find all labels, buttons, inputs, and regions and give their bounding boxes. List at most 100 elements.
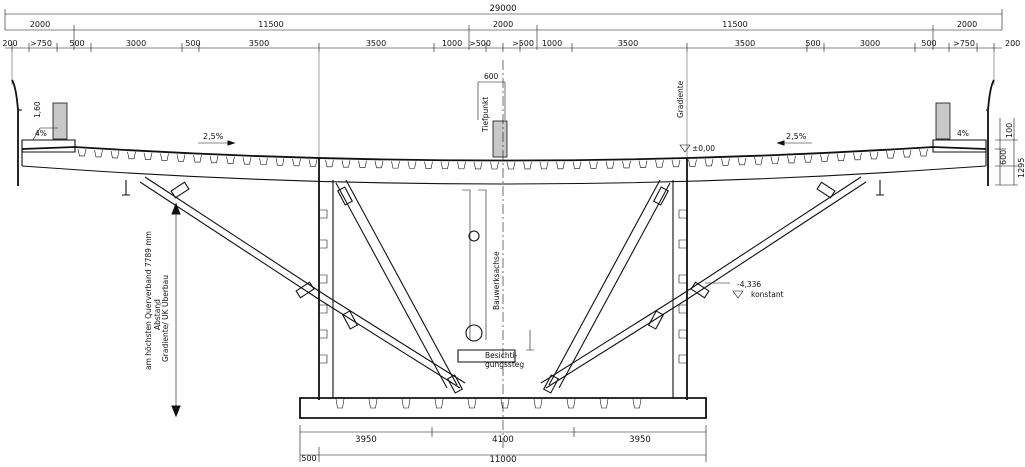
deck-rib [572, 161, 582, 169]
deck-rib [358, 160, 367, 168]
deck-rib [605, 161, 615, 169]
deck-rib [869, 151, 879, 160]
dim-l2-11: 3500 [618, 39, 638, 48]
overall-width-dim: 29000 [489, 4, 516, 14]
strut-joint [652, 186, 670, 206]
web-stiffener-right [678, 239, 687, 249]
deck-rib [457, 161, 466, 170]
bottom-rib [335, 398, 345, 409]
dim-l2-16: >750 [953, 39, 975, 48]
cap-right-pct: 4% [957, 129, 969, 138]
dim-l2-8: >500 [469, 39, 491, 48]
deck-rib [407, 161, 417, 169]
abstand-label-2: Gradiente/ UK Überbau [161, 275, 170, 362]
deck-rib [209, 155, 219, 164]
deck-rib [127, 151, 136, 160]
right-dim-1: 600 [999, 150, 1008, 165]
bottom-rib [500, 398, 510, 409]
slope-right-label: 2,5% [786, 132, 807, 141]
dim-l2-9: >500 [512, 39, 534, 48]
centre-markings: 600 Tiefpunkt Bauwerksachse Gradiente ±0… [477, 60, 715, 450]
dim-l1-3: 11500 [722, 20, 747, 29]
abstand-label-3: am höchsten Querverband 7789 mm [144, 231, 153, 370]
abstand-annotation: Abstand Gradiente/ UK Überbau am höchste… [144, 202, 181, 418]
web-stiffener-left [319, 274, 328, 284]
top-dimension-chain: 29000 2000 11500 2000 11500 2000 [2, 4, 1020, 160]
deck-rib [803, 155, 813, 163]
bottom-rib [632, 398, 642, 409]
deck-rib [226, 156, 235, 164]
strut-joints [170, 181, 836, 394]
level-pm-label: ±0,00 [692, 144, 715, 153]
deck-rib [853, 152, 862, 161]
deck-rib [886, 150, 895, 159]
bridge-deck [21, 146, 987, 185]
dim-l1-0: 2000 [30, 20, 50, 29]
bottom-dim-l1-0: 3950 [355, 435, 377, 445]
bottom-dim-l1-2: 3950 [629, 435, 651, 445]
deck-rib [176, 154, 186, 162]
dim-l2-1: >750 [30, 39, 52, 48]
bottom-dimension-chain: 3950 4100 3950 500 11000 [299, 425, 707, 465]
web-stiffener-right [678, 209, 687, 219]
web-stiffener-right [678, 354, 687, 364]
bottom-rib [533, 398, 543, 409]
strut-joint [446, 374, 464, 394]
deck-rib [589, 161, 598, 169]
slope-left-label: 2,5% [203, 132, 224, 141]
dim-l2-12: 3500 [735, 39, 755, 48]
bottom-rib [401, 398, 411, 409]
web-stiffener-left [319, 239, 328, 249]
inspection-walkway: Besichti- gungssteg [457, 189, 534, 369]
deck-rib [506, 161, 516, 170]
deck-rib [374, 160, 384, 169]
konstant-label: konstant [751, 290, 784, 299]
deck-ribs [77, 148, 928, 170]
strut-joint [542, 374, 560, 394]
web-stiffener-left [319, 304, 328, 314]
dim-l2-6: 3500 [366, 39, 386, 48]
deck-rib [770, 156, 780, 164]
deck-rib [143, 152, 153, 161]
level-low-label: -4,336 [737, 280, 761, 289]
cap-left-pct: 4% [35, 129, 47, 138]
dim-l2-17: 200 [1005, 39, 1020, 48]
right-dimension-chain: 100 600 1295 [995, 118, 1025, 186]
dim-l1-1: 11500 [258, 20, 283, 29]
dim-l2-2: 500 [69, 39, 84, 48]
edge-right: 4% [932, 79, 995, 186]
deck-rib [77, 148, 87, 157]
web-stiffener-left [319, 354, 328, 364]
bottom-dim-total: 11000 [489, 455, 516, 465]
deck-rib [638, 160, 648, 168]
strut-joint [341, 310, 359, 330]
deck-rib [341, 160, 351, 168]
deck-rib [160, 153, 169, 161]
deck-rib [193, 155, 202, 163]
web-stiffeners [319, 209, 687, 364]
deck-rib [308, 159, 318, 167]
web-stiffener-left [319, 329, 328, 339]
deck-rib [424, 161, 433, 169]
inner-strut-right [548, 179, 671, 389]
deck-rib [242, 157, 252, 165]
deck-rib [490, 161, 499, 170]
web-stiffener-right [678, 274, 687, 284]
bottom-rib [434, 398, 444, 409]
deck-rib [704, 158, 714, 167]
deck-rib [110, 150, 120, 159]
deck-rib [671, 159, 681, 168]
web-stiffener-right [678, 304, 687, 314]
bottom-rib [599, 398, 609, 409]
deck-rib [473, 161, 483, 170]
deck-rib [275, 158, 285, 166]
deck-rib [820, 154, 829, 162]
gradiente-label: Gradiente [676, 80, 685, 118]
strut-joint [816, 181, 836, 199]
right-dim-0: 100 [1005, 123, 1014, 138]
deck-rib [556, 161, 565, 170]
besichtigungssteg-label-1: Besichti- [485, 351, 518, 360]
deck-rib [754, 157, 763, 165]
besichtigungssteg-label-2: gungssteg [485, 360, 524, 369]
strut-joint [690, 281, 710, 299]
